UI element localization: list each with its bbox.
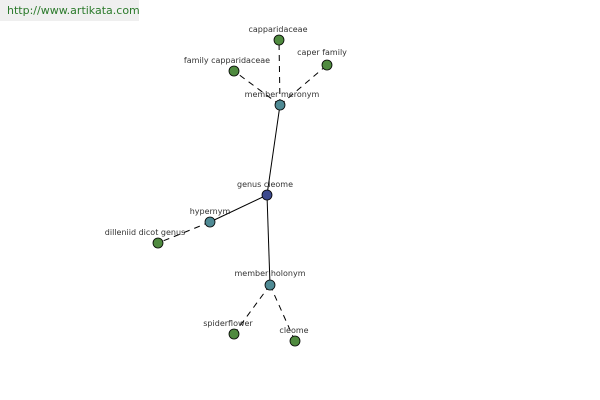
labels-layer: capparidaceae family capparidaceae caper f…	[105, 25, 347, 335]
node-label-member-holonym[interactable]: member holonym	[234, 269, 305, 278]
node-genus-cleome[interactable]	[261, 189, 273, 201]
edge-genus-cleome-to-hypernym	[209, 194, 268, 223]
node-label-dilleniid-dicot-genus[interactable]: dilleniid dicot genus	[105, 228, 185, 237]
node-hypernym[interactable]	[204, 216, 216, 228]
edge-member-meronym-to-caper-family	[279, 64, 328, 106]
node-member-holonym[interactable]	[264, 279, 276, 291]
node-member-meronym[interactable]	[274, 99, 286, 111]
node-label-hypernym[interactable]: hypernym	[190, 207, 231, 216]
edges-layer	[157, 39, 328, 342]
nodes-layer	[152, 34, 333, 347]
watermark-link[interactable]: http://www.artikata.com	[0, 0, 140, 21]
node-label-member-meronym[interactable]: member meronym	[245, 90, 320, 99]
node-cleome[interactable]	[289, 335, 301, 347]
node-label-cleome[interactable]: cleome	[279, 326, 308, 335]
node-capparidaceae[interactable]	[273, 34, 285, 46]
node-dilleniid-dicot-genus[interactable]	[152, 237, 164, 249]
node-caper-family[interactable]	[321, 59, 333, 71]
node-label-family-capparidaceae[interactable]: family capparidaceae	[184, 56, 270, 65]
node-label-spiderflower[interactable]: spiderflower	[203, 319, 253, 328]
node-spiderflower[interactable]	[228, 328, 240, 340]
edge-member-meronym-to-family-capparidaceae	[233, 70, 281, 106]
edge-hypernym-to-dilleniid-dicot-genus	[157, 221, 211, 244]
node-family-capparidaceae[interactable]	[228, 65, 240, 77]
node-label-genus-cleome[interactable]: genus cleome	[237, 180, 293, 189]
node-label-capparidaceae[interactable]: capparidaceae	[249, 25, 308, 34]
node-label-caper-family[interactable]: caper family	[297, 48, 347, 57]
edge-genus-cleome-to-member-holonym	[266, 194, 271, 286]
edge-genus-cleome-to-member-meronym	[266, 104, 281, 196]
